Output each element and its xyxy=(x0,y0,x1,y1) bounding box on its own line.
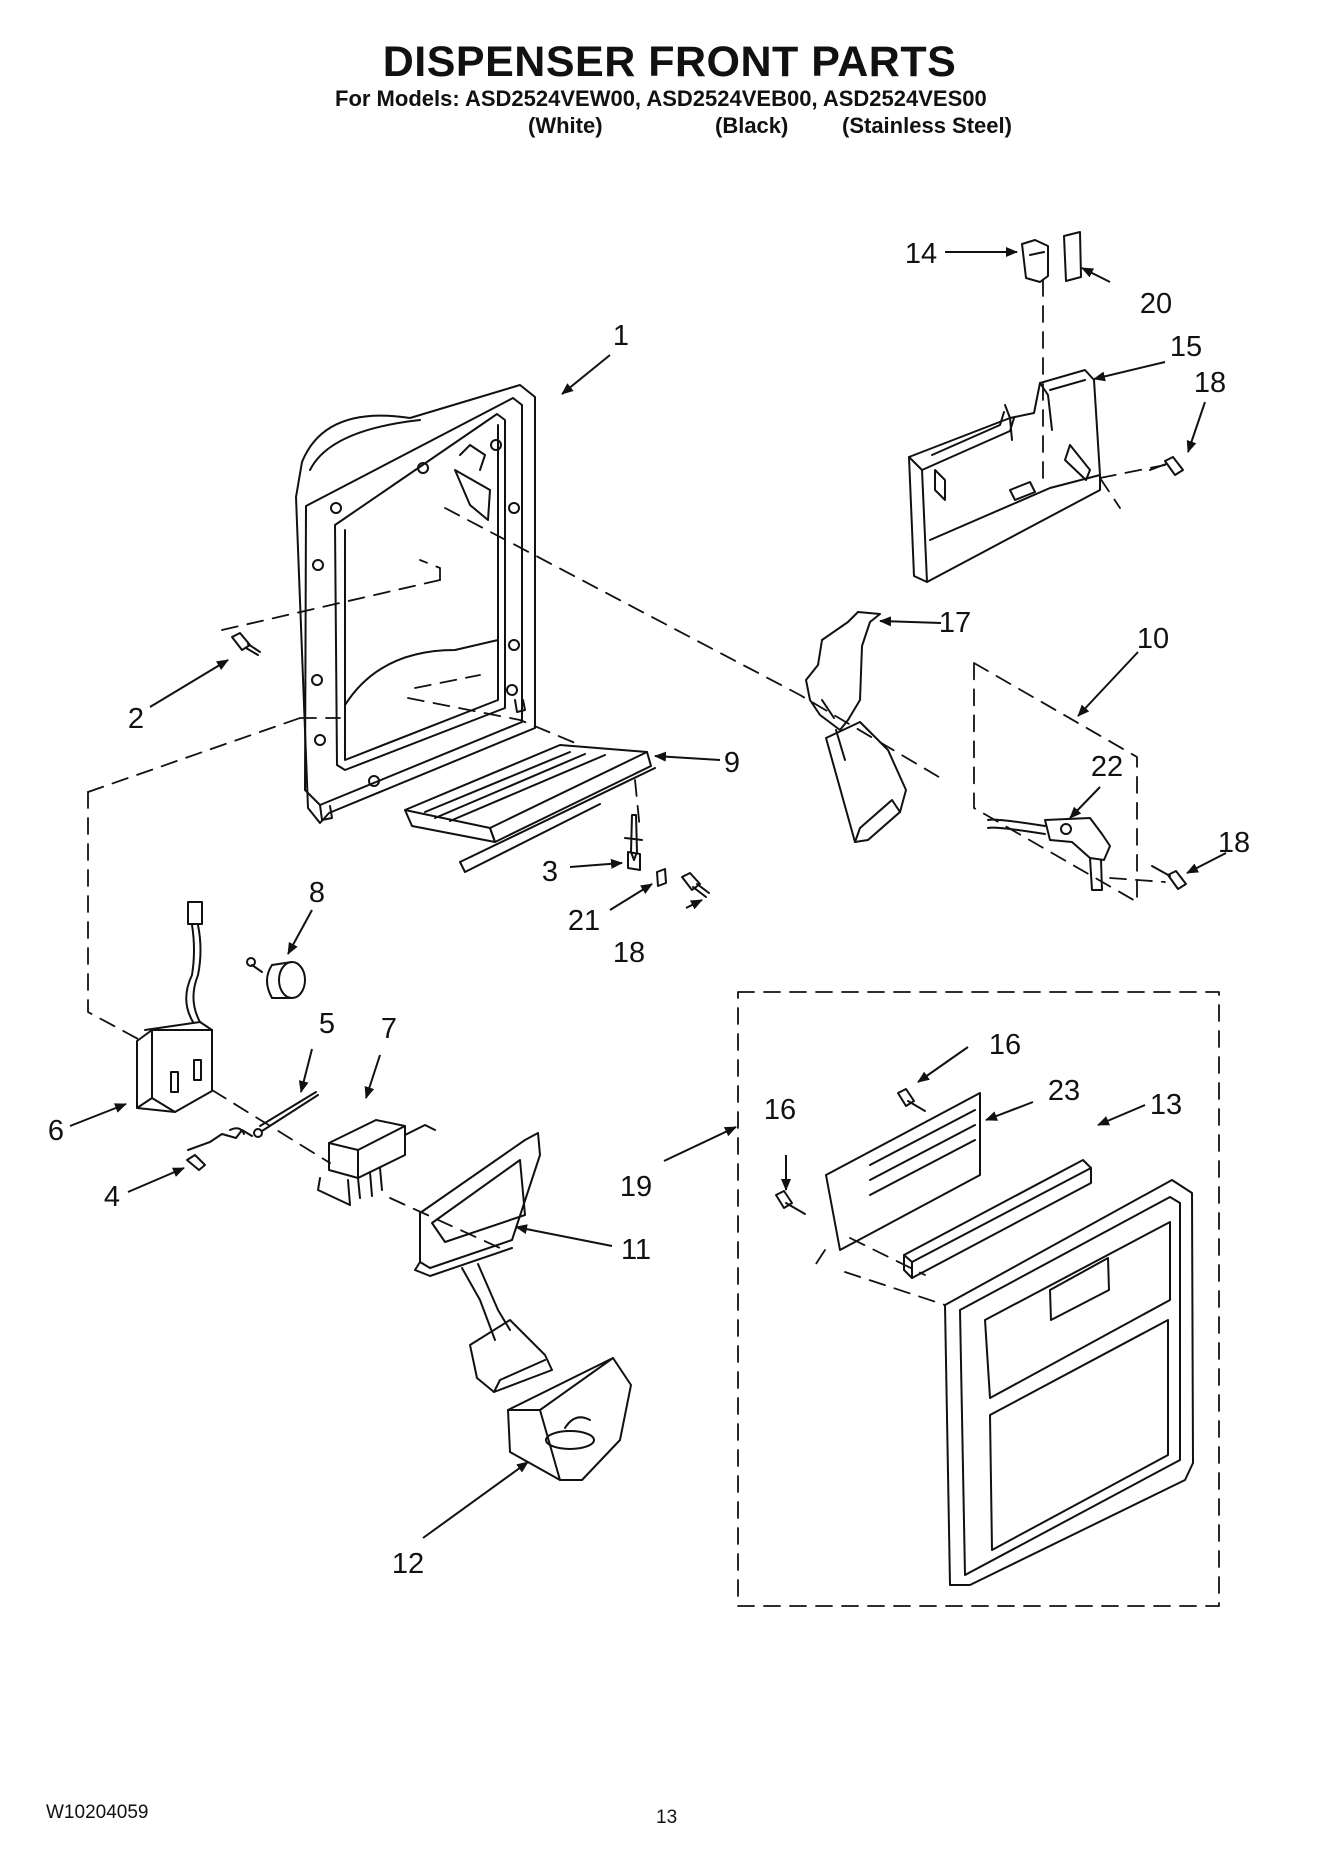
insulator-part-21 xyxy=(656,868,667,887)
sensor-part-14 xyxy=(1021,239,1049,283)
chute-door-part-11 xyxy=(414,1132,553,1393)
part-label-16-lower: 16 xyxy=(764,1094,796,1126)
part-label-23: 23 xyxy=(1048,1075,1080,1107)
part-label-5: 5 xyxy=(319,1008,335,1040)
variant-black: (Black) xyxy=(715,113,789,138)
part-label-19: 19 xyxy=(620,1171,652,1203)
drip-tray-part-9 xyxy=(404,744,656,873)
page-number: 13 xyxy=(656,1807,678,1828)
variant-stainless: (Stainless Steel) xyxy=(842,113,1012,138)
part-label-9: 9 xyxy=(724,747,740,779)
shaft-part-5 xyxy=(253,1091,319,1138)
part-label-20: 20 xyxy=(1140,288,1172,320)
part-label-18-right: 18 xyxy=(1218,827,1250,859)
switch-part-22 xyxy=(987,817,1111,891)
document-number: W10204059 xyxy=(46,1802,149,1823)
part-label-3: 3 xyxy=(542,856,558,888)
screw-part-16-upper xyxy=(897,1088,926,1112)
variant-white: (White) xyxy=(528,113,603,138)
part-label-11: 11 xyxy=(621,1234,651,1266)
solenoid-part-7 xyxy=(317,1119,436,1206)
housing-part-1 xyxy=(295,384,536,824)
part-label-17: 17 xyxy=(939,607,971,639)
control-board-part-23 xyxy=(825,1092,981,1251)
part-labels: 1 2 3 4 5 6 7 8 9 10 11 12 13 14 15 16 1… xyxy=(48,238,1250,1580)
screw-part-16-lower xyxy=(775,1190,806,1215)
part-label-18-center: 18 xyxy=(613,937,645,969)
module-part-6 xyxy=(136,901,213,1113)
part-label-4: 4 xyxy=(104,1181,120,1213)
part-label-13: 13 xyxy=(1150,1089,1182,1121)
part-label-8: 8 xyxy=(309,877,325,909)
trim-part-13 xyxy=(903,1159,1092,1279)
pad-part-20 xyxy=(1063,231,1082,282)
part-label-1: 1 xyxy=(613,320,629,352)
part-label-14: 14 xyxy=(905,238,937,270)
part-label-21: 21 xyxy=(568,905,600,937)
part-label-12: 12 xyxy=(392,1548,424,1580)
models-line: For Models: ASD2524VEW00, ASD2524VEB00, … xyxy=(335,86,987,111)
part-label-10: 10 xyxy=(1137,623,1169,655)
part-label-16-upper: 16 xyxy=(989,1029,1021,1061)
screw-part-2 xyxy=(231,632,261,656)
motor-part-8 xyxy=(246,957,306,999)
screw-part-18-right xyxy=(1151,865,1187,890)
assembly-box-part-19 xyxy=(737,991,1220,1607)
front-housing-part-15 xyxy=(908,369,1101,583)
screw-part-18-center xyxy=(681,872,710,898)
part-label-6: 6 xyxy=(48,1115,64,1147)
part-label-7: 7 xyxy=(381,1013,397,1045)
explosion-lines xyxy=(87,279,1166,1306)
ice-chute-part-12 xyxy=(507,1357,632,1481)
callout-arrows xyxy=(69,247,1227,1539)
switch-part-3 xyxy=(624,814,643,871)
spring-part-4 xyxy=(186,1127,253,1171)
lever-part-17 xyxy=(805,611,907,843)
part-label-22: 22 xyxy=(1091,751,1123,783)
part-label-18-top: 18 xyxy=(1194,367,1226,399)
page-title: DISPENSER FRONT PARTS xyxy=(382,38,957,86)
part-label-2: 2 xyxy=(128,703,144,735)
part-label-15: 15 xyxy=(1170,331,1202,363)
screw-part-18-top xyxy=(1149,456,1184,476)
front-panel-part-19 xyxy=(944,1179,1194,1586)
